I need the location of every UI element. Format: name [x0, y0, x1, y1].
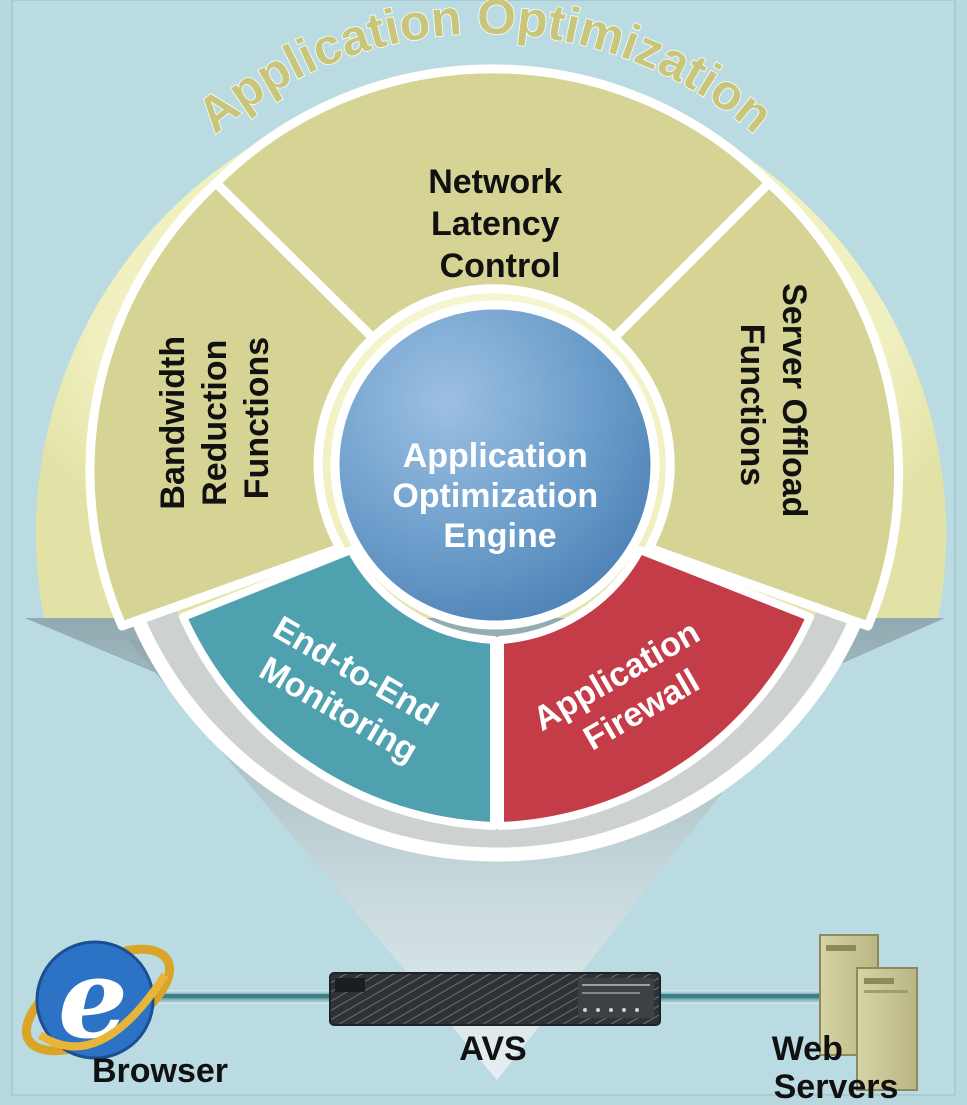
web-servers-icon [819, 934, 918, 1091]
segment-network-latency [211, 64, 774, 343]
avs-label: AVS [459, 1030, 526, 1068]
lower-gray-ring [131, 592, 863, 853]
engine-label: Application Optimization Engine [392, 437, 607, 555]
bandwidth-reduction-label: Bandwidth Reduction Functions [154, 326, 276, 510]
network-appliance-icon [329, 972, 661, 1026]
svg-text:Server Offload Functions: Server Offload Functions [733, 283, 813, 527]
server-offload-label: Server Offload Functions [733, 283, 813, 527]
svg-text:Bandwidth Reduction: Bandwidth Reduction Functions [154, 326, 276, 509]
segment-server-offload [609, 178, 904, 631]
internet-explorer-icon: e [21, 934, 175, 1063]
segment-application-firewall [496, 546, 814, 830]
browser-label: Browser [92, 1052, 228, 1090]
segment-bandwidth-reduction [85, 178, 378, 631]
segment-end-to-end-monitoring [179, 546, 498, 830]
optimization-engine-circle [330, 300, 660, 630]
lower-white-ring [126, 605, 868, 862]
web-servers-label: Web Servers [772, 1030, 899, 1105]
network-latency-label: Network Latency Control [428, 163, 572, 285]
